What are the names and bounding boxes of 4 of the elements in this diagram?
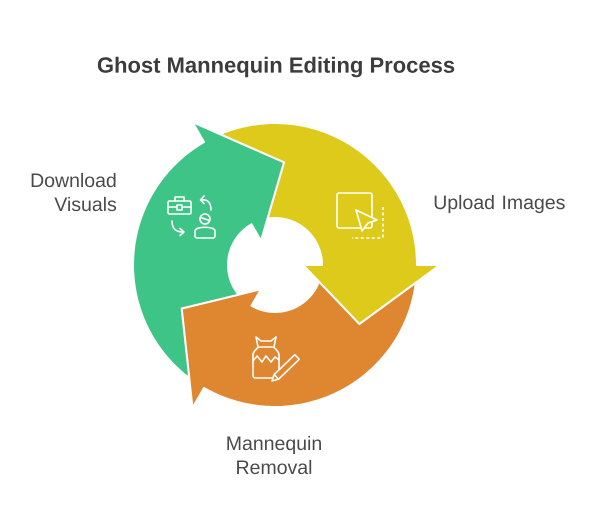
step-label: Download Visuals: [32, 172, 116, 212]
step-label: Mannequin Removal: [227, 436, 321, 474]
title: Ghost Mannequin Editing Process: [98, 56, 454, 78]
step-label: Upload Images: [434, 194, 565, 214]
